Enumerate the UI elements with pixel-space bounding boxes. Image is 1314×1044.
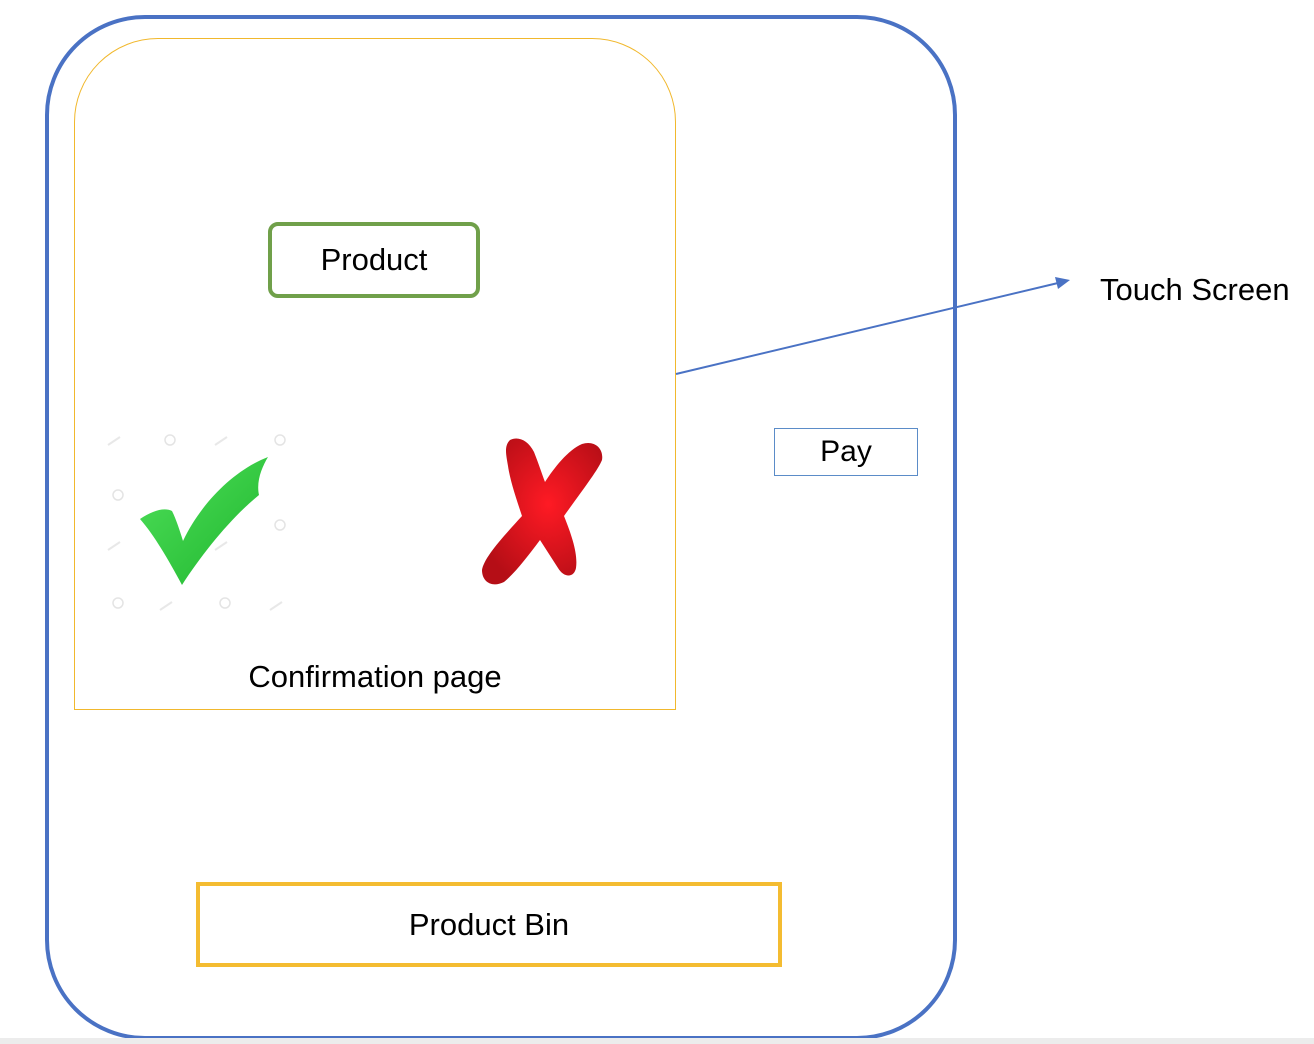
pay-button[interactable]: Pay xyxy=(774,428,918,476)
check-mark-icon[interactable] xyxy=(138,455,270,587)
pay-label: Pay xyxy=(820,435,872,468)
product-label: Product xyxy=(320,242,428,277)
confirmation-page-label: Confirmation page xyxy=(248,659,502,694)
touch-screen-frame xyxy=(74,38,676,710)
bottom-divider xyxy=(0,1038,1314,1044)
product-button[interactable]: Product xyxy=(268,222,480,298)
watermark-pattern xyxy=(107,434,286,611)
x-mark-icon[interactable] xyxy=(478,436,606,586)
touch-screen-label: Touch Screen xyxy=(1100,272,1290,307)
product-bin-label: Product Bin xyxy=(408,906,570,942)
product-bin: Product Bin xyxy=(196,882,782,967)
